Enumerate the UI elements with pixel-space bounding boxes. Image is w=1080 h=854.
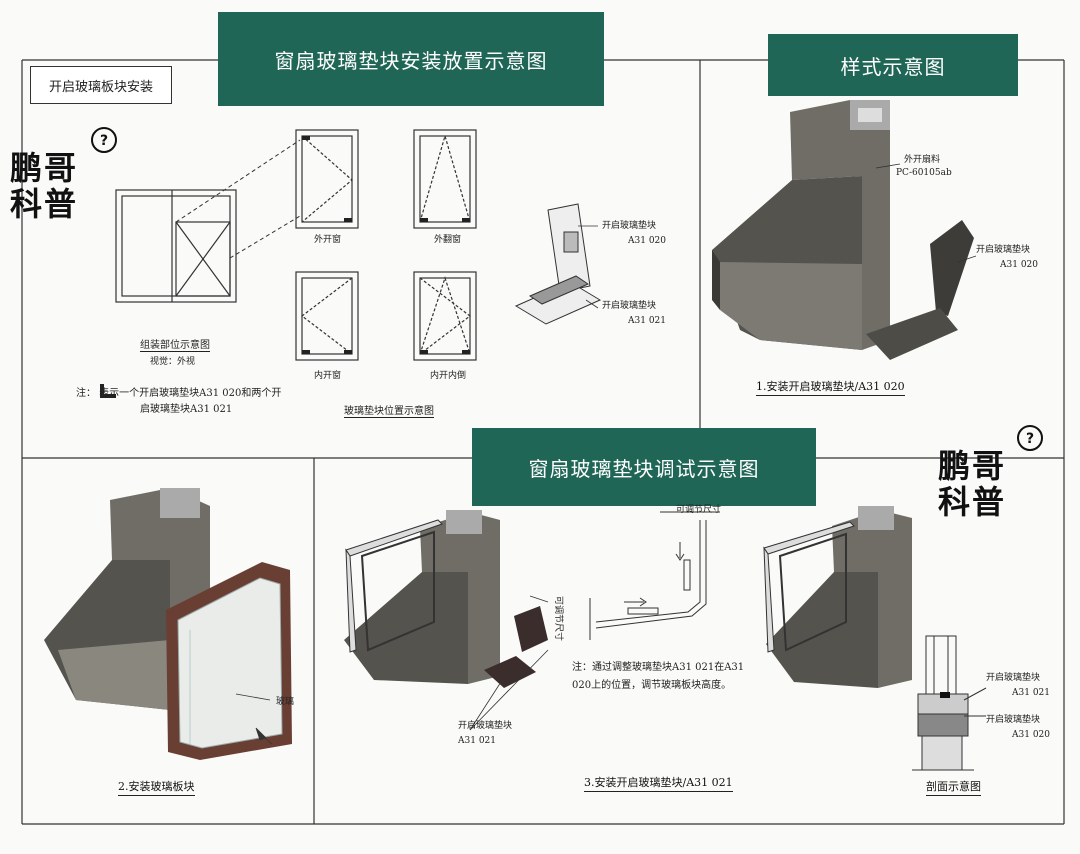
step3-block-name: 开启玻璃垫块 <box>458 721 513 731</box>
section-block-021-code: A31 021 <box>1012 688 1050 698</box>
step3-block-code: A31 021 <box>458 736 496 746</box>
install-block-020-name: 开启玻璃垫块 <box>602 221 657 231</box>
install-title-banner: 窗扇玻璃垫块安装放置示意图 <box>218 12 604 106</box>
step1-caption: 1.安装开启玻璃垫块/A31 020 <box>756 378 905 396</box>
step2-glass-panel <box>166 562 292 760</box>
step3-blocks <box>484 606 548 688</box>
position-caption: 玻璃垫块位置示意图 <box>344 402 434 418</box>
section-block-020-name: 开启玻璃垫块 <box>986 715 1041 725</box>
step3-note-line2: 020上的位置，调节玻璃板块高度。 <box>572 680 732 691</box>
install-note-line1: 注： 表示一个开启玻璃垫块A31 020和两个开 <box>76 388 282 399</box>
section-block-020-code: A31 020 <box>1012 730 1050 740</box>
step3-right-profile-3d <box>763 506 912 688</box>
svg-text:?: ? <box>1026 431 1034 447</box>
adjust-title-banner: 窗扇玻璃垫块调试示意图 <box>472 428 816 506</box>
step3-profile-3d <box>344 510 500 684</box>
window-type-outward: 外开窗 <box>314 235 342 245</box>
section-diagram <box>912 635 987 771</box>
step3-note-line1: 注：通过调整玻璃垫块A31 021在A31 <box>572 662 745 673</box>
watermark-line1: 鹏哥 <box>938 447 1007 485</box>
watermark-top-left: 鹏哥 科普 <box>10 150 78 222</box>
glass-label: 玻璃 <box>276 697 295 707</box>
adjust-label-side: 可调节尺寸 <box>553 596 563 642</box>
profile-code: PC-60105ab <box>896 168 952 178</box>
step2-caption: 2.安装玻璃板块 <box>118 778 195 796</box>
style-profile-3d <box>712 100 890 350</box>
install-note-line2: 启玻璃垫块A31 021 <box>140 404 233 415</box>
style-block-name: 开启玻璃垫块 <box>976 245 1031 255</box>
window-type-tilt-turn: 内开内倒 <box>430 371 467 381</box>
window-type-inward: 内开窗 <box>314 371 342 381</box>
adjust-label-top: 可调节尺寸 <box>676 505 722 515</box>
section-block-021-name: 开启玻璃垫块 <box>986 673 1041 683</box>
section-caption: 剖面示意图 <box>926 778 981 796</box>
question-bubble-icon <box>91 127 1043 451</box>
profile-name: 外开扇料 <box>904 155 941 165</box>
watermark-right: 鹏哥 科普 <box>938 448 1006 520</box>
window-type-top-hung: 外翻窗 <box>434 235 462 245</box>
section-box-label: 开启玻璃板块安装 <box>30 66 172 104</box>
style-block-code: A31 020 <box>1000 260 1038 270</box>
install-block-020-code: A31 020 <box>628 236 666 246</box>
adjustment-detail <box>589 511 720 640</box>
watermark-line2: 科普 <box>10 185 79 223</box>
watermark-line2: 科普 <box>938 483 1007 521</box>
gasket-block-sketch <box>514 203 602 325</box>
view-caption: 视觉：外视 <box>150 357 196 367</box>
install-block-021-code: A31 021 <box>628 316 666 326</box>
window-type-sketches <box>295 129 477 361</box>
style-gasket-block <box>866 220 974 360</box>
watermark-line1: 鹏哥 <box>10 149 79 187</box>
assembly-caption: 组装部位示意图 <box>140 336 210 352</box>
step3-caption: 3.安装开启玻璃垫块/A31 021 <box>584 774 733 792</box>
assembly-window <box>115 189 237 303</box>
svg-text:?: ? <box>100 133 108 149</box>
install-block-021-name: 开启玻璃垫块 <box>602 301 657 311</box>
style-title-banner: 样式示意图 <box>768 34 1018 96</box>
